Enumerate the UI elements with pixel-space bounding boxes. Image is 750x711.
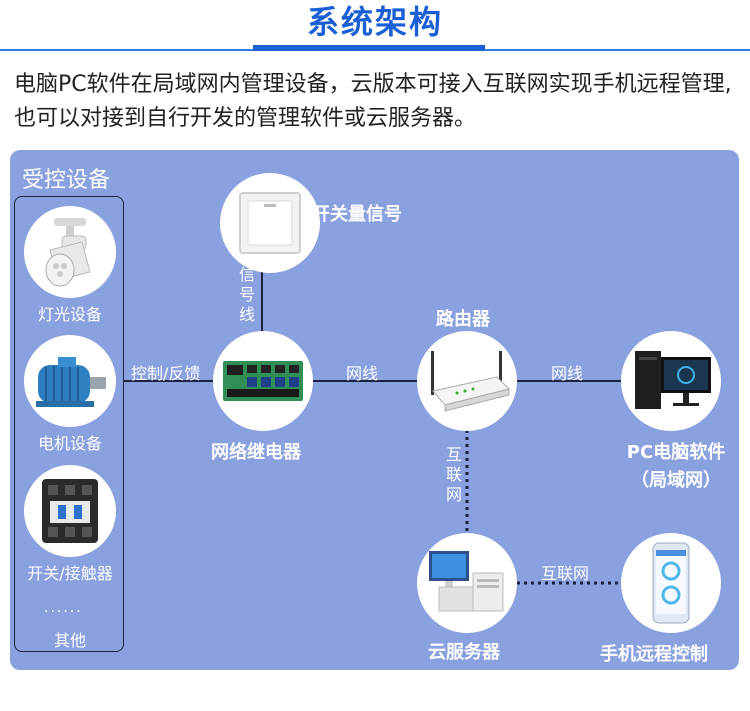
cloud-phone-internet-label: 互联网 [541,564,590,583]
switch-signal-label: 开关量信号 [312,204,402,225]
motor-icon [36,357,106,407]
phone-node [621,533,721,633]
pc-node [621,331,721,431]
signal-line-label: 信号线 [238,265,255,324]
lamp-device [24,206,116,298]
relay-router-cable-label: 网线 [346,364,379,383]
motor-device-label: 电机设备 [37,434,102,453]
motor-device [24,335,116,427]
relay-label: 网络继电器 [211,442,301,463]
controlled-devices-group [14,196,124,652]
control-feedback-label: 控制/反馈 [131,364,201,383]
server-icon [429,551,504,612]
relay-board-icon [223,361,303,401]
cloud-server-label: 云服务器 [428,642,500,663]
pc-lan-label: （局域网） [631,470,721,491]
pc-software-label: PC电脑软件 [626,442,726,463]
contactor-device [24,465,116,557]
cloud-server-node [417,533,517,633]
contactor-device-label: 开关/接触器 [27,564,113,583]
phone-remote-label: 手机远程控制 [600,644,708,665]
more-devices-ellipsis: ...... [44,600,83,616]
switch-panel-node [220,173,320,273]
router-pc-cable-label: 网线 [551,364,584,383]
lamp-device-label: 灯光设备 [37,305,102,324]
wall-switch-icon [239,192,301,254]
contactor-icon [42,479,98,543]
router-label: 路由器 [436,309,490,330]
other-devices-label: 其他 [53,631,86,650]
router-icon [431,351,510,412]
controlled-devices-title: 受控设备 [22,168,111,193]
router-cloud-internet-label: 互联网 [445,445,462,504]
page-title: 系统架构 [306,3,443,41]
spotlight-icon [45,218,91,287]
desktop-computer-icon [635,351,711,409]
router-node [417,331,517,431]
intro-text: 电脑PC软件在局域网内管理设备，云版本可接入互联网实现手机远程管理,也可以对接到… [14,72,732,131]
smartphone-icon [652,542,690,624]
title-underline [253,45,485,51]
relay-node [213,331,313,431]
